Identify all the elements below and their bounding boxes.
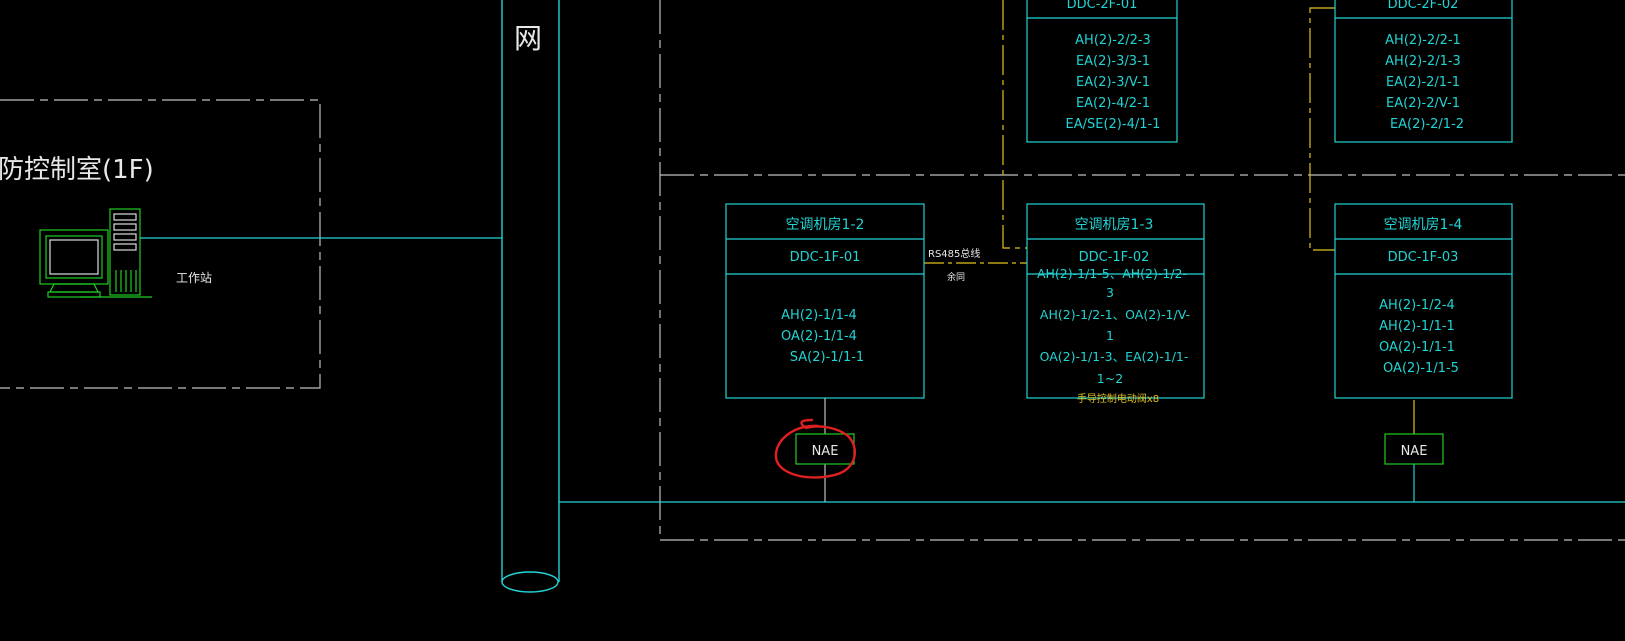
room-1-4-point: AH(2)-1/1-1 <box>1379 319 1455 334</box>
ddc-2f-02-point: EA(2)-2/1-1 <box>1386 75 1460 90</box>
ddc-2f-01-point: EA(2)-3/3-1 <box>1076 54 1150 69</box>
network-pipe <box>501 0 560 593</box>
room-1-3-point: AH(2)-1/2-1、OA(2)-1/V- <box>1040 307 1190 322</box>
ddc-2f-02-point: EA(2)-2/1-2 <box>1390 117 1464 132</box>
room-1-2-box: 空调机房1-2 DDC-1F-01 AH(2)-1/1-4 OA(2)-1/1-… <box>725 203 925 399</box>
room-1-4-point: AH(2)-1/2-4 <box>1379 298 1455 313</box>
ddc-2f-01-title: DDC-2F-01 <box>1067 0 1138 12</box>
nae-left-label: NAE <box>812 444 839 459</box>
rs485-label: RS485总线 <box>928 247 980 260</box>
room-1-4-point: OA(2)-1/1-1 <box>1379 340 1455 355</box>
ddc-2f-01-point: AH(2)-2/2-3 <box>1075 33 1151 48</box>
ddc-2f-02-title: DDC-2F-02 <box>1388 0 1459 12</box>
room-1-3-point: 1 <box>1106 328 1114 343</box>
control-room-title: 防控制室(1F) <box>0 155 154 185</box>
room-1-3-point: 1~2 <box>1097 371 1123 386</box>
room-1-4-name: 空调机房1-4 <box>1384 217 1463 233</box>
nae-right-label: NAE <box>1401 444 1428 459</box>
ddc-2f-01-box: DDC-2F-01 AH(2)-2/2-3 EA(2)-3/3-1 EA(2)-… <box>1026 0 1178 143</box>
room-1-2-point: OA(2)-1/1-4 <box>781 329 857 344</box>
rs485-sublabel: 余同 <box>947 271 965 283</box>
floor-1-frame <box>659 0 1625 541</box>
room-1-3-point: AH(2)-1/1-5、AH(2)-1/2- <box>1037 266 1187 281</box>
red-circle-annotation <box>774 418 857 479</box>
room-1-2-point: SA(2)-1/1-1 <box>790 350 864 365</box>
ddc-2f-01-point: EA/SE(2)-4/1-1 <box>1066 117 1161 132</box>
network-label: 网 <box>514 22 542 55</box>
room-1-3-box: 空调机房1-3 DDC-1F-02 AH(2)-1/1-5、AH(2)-1/2-… <box>1026 203 1205 405</box>
room-1-3-note: 手导控制电动阀x8 <box>1077 392 1159 405</box>
room-1-4-point: OA(2)-1/1-5 <box>1383 361 1459 376</box>
room-1-2-point: AH(2)-1/1-4 <box>781 308 857 323</box>
ddc-2f-02-point: AH(2)-2/1-3 <box>1385 54 1461 69</box>
computer-workstation-icon <box>39 208 152 298</box>
room-1-3-point: OA(2)-1/1-3、EA(2)-1/1- <box>1040 349 1189 364</box>
room-1-3-name: 空调机房1-3 <box>1075 217 1154 233</box>
room-1-4-box: 空调机房1-4 DDC-1F-03 AH(2)-1/2-4 AH(2)-1/1-… <box>1334 203 1513 399</box>
ddc-2f-02-box: DDC-2F-02 AH(2)-2/2-1 AH(2)-2/1-3 EA(2)-… <box>1334 0 1513 143</box>
ddc-2f-01-point: EA(2)-4/2-1 <box>1076 96 1150 111</box>
room-1-2-name: 空调机房1-2 <box>786 217 865 233</box>
ddc-2f-02-point: AH(2)-2/2-1 <box>1385 33 1461 48</box>
nae-right-box <box>1384 433 1444 465</box>
bus-lines <box>924 0 1415 434</box>
room-1-3-point: 3 <box>1106 285 1114 300</box>
room-1-4-ddc: DDC-1F-03 <box>1388 250 1459 265</box>
room-1-2-ddc: DDC-1F-01 <box>790 250 861 265</box>
workstation-label: 工作站 <box>176 271 212 285</box>
room-1-3-ddc: DDC-1F-02 <box>1079 250 1150 265</box>
ddc-2f-01-point: EA(2)-3/V-1 <box>1076 75 1150 90</box>
ddc-2f-02-point: EA(2)-2/V-1 <box>1386 96 1460 111</box>
control-room-frame <box>0 99 321 389</box>
